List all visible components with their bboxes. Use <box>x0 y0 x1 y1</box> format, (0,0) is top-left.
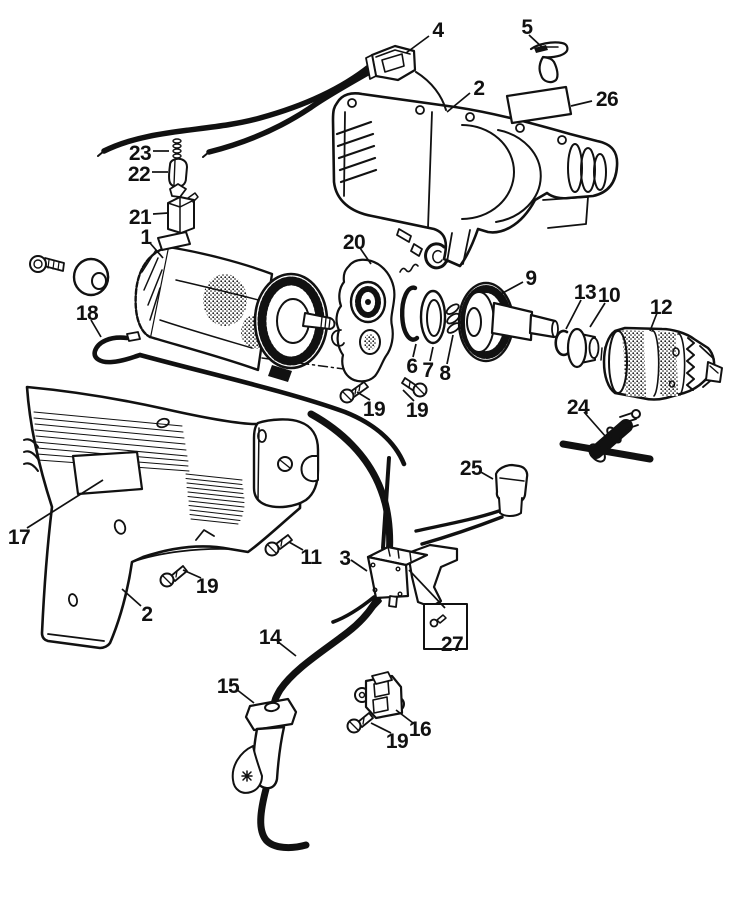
callout-19-screw: 19 <box>386 730 408 753</box>
callout-27-switch-screw-inset: 27 <box>441 633 463 656</box>
brush-spring-23 <box>172 138 182 159</box>
callout-19-screw: 19 <box>363 398 385 421</box>
callout-14-power-cord: 14 <box>259 626 282 649</box>
callout-leader-13 <box>565 299 582 330</box>
chuck-12 <box>602 326 723 401</box>
callout-leader-10 <box>589 302 606 328</box>
callout-8-thrust-spring: 8 <box>439 362 451 385</box>
spindle-bushing-10 <box>566 327 612 369</box>
callout-leader-20 <box>359 247 372 265</box>
screw-19-a <box>339 381 369 404</box>
callout-leader-19 <box>370 722 392 734</box>
callout-12-chuck: 12 <box>650 296 672 319</box>
callout-leader-17 <box>26 479 104 529</box>
callout-leader-1 <box>149 242 164 259</box>
callout-leader-2 <box>121 588 142 607</box>
callout-19-screw: 19 <box>406 399 428 422</box>
callout-leader-6 <box>412 343 417 358</box>
screw-19-handle <box>159 565 188 588</box>
screw-19-bottom <box>346 712 374 734</box>
callout-leader-16 <box>395 709 414 724</box>
callout-2-housing-upper-half: 2 <box>473 77 484 100</box>
callout-15-cord-strain-relief: 15 <box>217 675 240 698</box>
callout-2-housing-lower-half: 2 <box>141 603 152 626</box>
grommet-ring <box>72 257 110 297</box>
callout-leader-5 <box>528 34 544 49</box>
lower-housing-half <box>23 385 303 650</box>
callout-9-output-gear: 9 <box>525 267 536 290</box>
callout-5-lock-lever: 5 <box>521 16 533 39</box>
callout-7-flat-washer: 7 <box>422 359 433 382</box>
callout-leader-24 <box>583 411 607 438</box>
nameplate-26 <box>505 85 573 125</box>
callout-leader-12 <box>649 312 658 332</box>
callout-21-brush-holder: 21 <box>129 206 152 229</box>
callout-leader-19 <box>356 391 371 401</box>
callout-16-cord-clamp: 16 <box>409 718 431 741</box>
callout-leader-19 <box>182 569 202 579</box>
callout-19-screw: 19 <box>196 575 218 598</box>
chuck-key-24 <box>559 409 654 463</box>
callout-leader-9 <box>498 281 524 296</box>
switch-lead-wires <box>331 595 382 638</box>
callout-leader-26 <box>570 100 593 107</box>
carbon-brush-22 <box>168 157 188 188</box>
callout-25-wire-connector: 25 <box>460 457 483 480</box>
wire-connector-25 <box>414 463 529 546</box>
callout-13-retaining-ring: 13 <box>574 281 596 304</box>
callout-10-spindle-bushing: 10 <box>598 284 620 307</box>
callout-4-terminal-connector: 4 <box>432 19 444 42</box>
callout-leader-2 <box>446 92 471 113</box>
callout-leader-4 <box>405 35 430 54</box>
gear-case-20 <box>330 228 448 383</box>
switch-wire-up <box>381 456 391 550</box>
trigger-switch-3 <box>366 543 459 609</box>
callout-26-nameplate-label: 26 <box>596 88 618 111</box>
screw-11 <box>264 534 293 557</box>
callout-24-chuck-key: 24 <box>567 396 590 419</box>
field-lead-wires <box>97 63 447 158</box>
strain-relief-15 <box>231 697 298 794</box>
upper-housing-half <box>331 91 619 268</box>
callout-3-trigger-switch: 3 <box>339 547 350 570</box>
callout-leader-7 <box>429 346 434 362</box>
output-gear-9 <box>457 281 559 363</box>
screw-left <box>29 255 65 273</box>
asterisk-mark <box>241 770 253 782</box>
terminal-connector-4 <box>365 44 417 82</box>
lock-lever-5 <box>529 41 569 84</box>
callout-6-wavy-washer: 6 <box>406 355 417 378</box>
callout-leader-15 <box>235 688 255 704</box>
callout-1-motor-armature: 1 <box>140 226 152 249</box>
callout-18-lead-wire: 18 <box>76 302 99 325</box>
callout-23-brush-spring: 23 <box>129 142 151 165</box>
callout-22-carbon-brush: 22 <box>128 163 150 186</box>
retaining-ring-13 <box>554 329 571 357</box>
callout-20-gear-case-plate: 20 <box>343 231 365 254</box>
front-bearing-clamp <box>252 418 320 509</box>
callout-leader-21 <box>152 212 169 215</box>
callout-leader-18 <box>90 319 102 338</box>
brush-holder-21 <box>167 183 199 234</box>
callout-11-screw: 11 <box>300 546 322 569</box>
screw-19-b <box>401 377 428 398</box>
callout-leader-3 <box>350 559 368 572</box>
washers-6-7-8 <box>399 285 461 345</box>
callout-leader-11 <box>288 541 304 551</box>
axis-centerline <box>261 357 345 370</box>
callout-leader-14 <box>276 640 297 657</box>
callout-leader-19 <box>402 389 415 402</box>
callout-leader-25 <box>478 470 494 480</box>
screw-inset-27 <box>423 603 468 650</box>
lead-wire-18 <box>92 331 407 467</box>
callout-leader-27 <box>408 569 446 609</box>
callout-leader-8 <box>446 334 454 365</box>
callout-17-nameplate: 17 <box>8 526 30 549</box>
motor-armature-1 <box>134 231 336 382</box>
